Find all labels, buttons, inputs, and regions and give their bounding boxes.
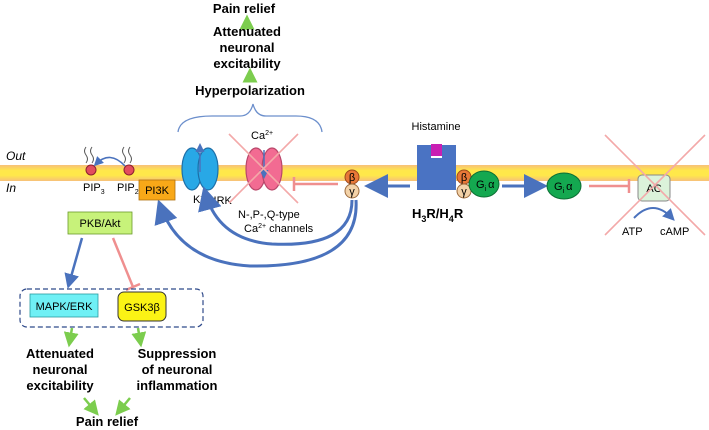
pkb-akt-label: PKB/Akt bbox=[80, 218, 121, 230]
histamine-label: Histamine bbox=[412, 121, 461, 133]
bound-beta-label: β bbox=[461, 172, 467, 184]
bottom-attenuated-3: excitability bbox=[26, 378, 94, 393]
ca-inhibition bbox=[292, 177, 338, 191]
bottom-suppression-3: inflammation bbox=[137, 378, 218, 393]
right-to-pain-arrow bbox=[115, 397, 131, 416]
calcium-channel bbox=[245, 147, 283, 191]
top-pain-relief: Pain relief bbox=[213, 1, 276, 16]
mapk-erk-box bbox=[29, 293, 99, 318]
betagamma-to-pi3k-arrow bbox=[154, 199, 358, 268]
pip3-label: PIP3 bbox=[83, 182, 105, 196]
hyperpolarization-label: Hyperpolarization bbox=[195, 83, 305, 98]
pi3k-box bbox=[138, 179, 176, 201]
camp-label: cAMP bbox=[660, 226, 689, 238]
top-attenuated-1: Attenuated bbox=[213, 24, 281, 39]
free-beta-gamma bbox=[344, 169, 360, 199]
bound-gamma-label: γ bbox=[461, 186, 467, 198]
pkb-to-mapk-arrow bbox=[64, 237, 84, 289]
bottom-attenuated-1: Attenuated bbox=[26, 346, 94, 361]
free-gamma-label: γ bbox=[349, 186, 355, 198]
gsk3b-box bbox=[117, 291, 167, 322]
bottom-suppression-2: of neuronal bbox=[142, 362, 213, 377]
ac-label: AC bbox=[646, 183, 661, 195]
bound-g-protein bbox=[456, 169, 500, 199]
atp-label: ATP bbox=[622, 226, 643, 238]
ca-channel-cross bbox=[228, 133, 299, 204]
ca-ion-label: Ca2+ bbox=[251, 130, 273, 142]
mapk-erk-label: MAPK/ERK bbox=[36, 301, 94, 313]
bottom-suppression-1: Suppression bbox=[138, 346, 217, 361]
out-label: Out bbox=[6, 149, 26, 163]
pi3k-label: PI3K bbox=[145, 185, 170, 197]
receptor-label: H3R/H4R bbox=[412, 206, 464, 224]
ac-inhibition bbox=[589, 179, 631, 193]
gsk-effect-arrow bbox=[131, 327, 147, 348]
gsk3b-label: GSK3β bbox=[124, 302, 160, 314]
mapk-effect-arrow bbox=[63, 327, 79, 348]
bottom-pain-relief: Pain relief bbox=[76, 414, 139, 429]
pkb-gsk-inhibition bbox=[111, 237, 141, 292]
k-ion-label: K+ bbox=[193, 194, 204, 206]
betagamma-to-girk-arrow bbox=[198, 186, 354, 246]
in-label: In bbox=[6, 181, 16, 195]
pip-lipids bbox=[84, 146, 135, 176]
histamine-ligand bbox=[431, 144, 442, 156]
h3-h4-receptor bbox=[417, 145, 456, 190]
channel-brace bbox=[177, 103, 323, 133]
top-attenuated-3: excitability bbox=[213, 56, 281, 71]
top-attenuated-2: neuronal bbox=[220, 40, 275, 55]
pip2-label: PIP2 bbox=[117, 182, 139, 196]
free-beta-label: β bbox=[349, 172, 355, 184]
girk-channel bbox=[181, 143, 219, 191]
ac-cross bbox=[604, 134, 706, 236]
kinase-group bbox=[19, 288, 204, 328]
bottom-attenuated-2: neuronal bbox=[33, 362, 88, 377]
free-gi-alpha bbox=[546, 172, 582, 200]
ca-channels-label-1: N-,P-,Q-type bbox=[238, 209, 300, 221]
left-to-pain-arrow bbox=[83, 397, 99, 416]
pkb-akt-box bbox=[67, 211, 133, 235]
ca-channels-label-2: Ca2+ channels bbox=[244, 223, 314, 235]
atp-camp-arrow bbox=[633, 207, 675, 221]
